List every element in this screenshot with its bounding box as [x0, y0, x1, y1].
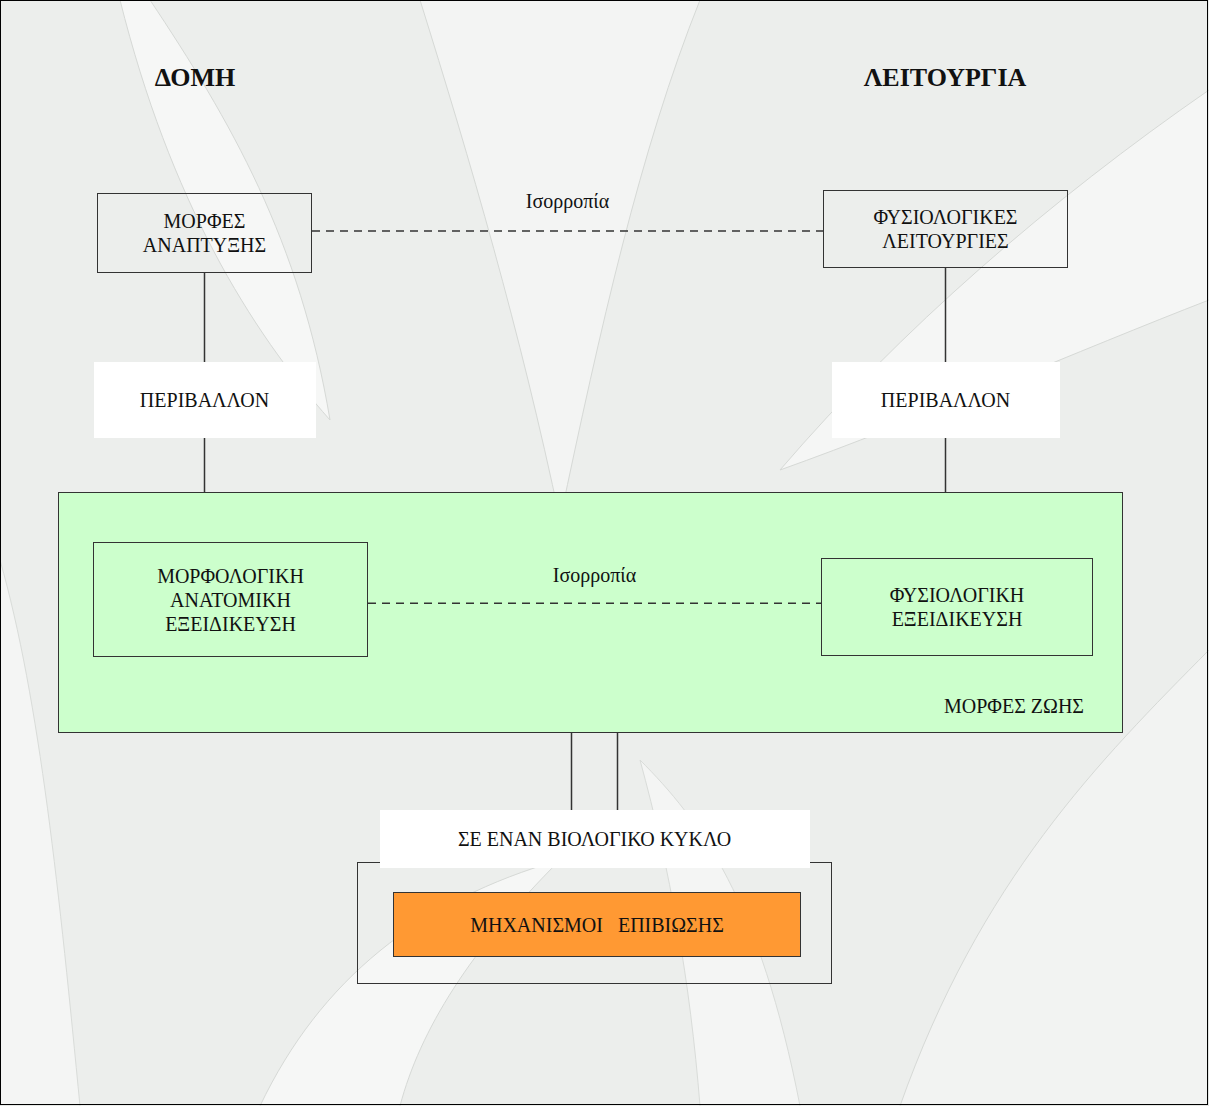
edge-label: Ισορροπία [553, 563, 636, 587]
environment-tag: ΠΕΡΙΒΑΛΛΟΝ [94, 362, 316, 438]
process-box: ΜΟΡΦΕΣ ΑΝΑΠΤΥΞΗΣ [97, 193, 312, 273]
group-title: ΜΟΡΦΕΣ ΖΩΗΣ [944, 694, 1084, 718]
node-text: ΦΥΣΙΟΛΟΓΙΚΗ ΕΞΕΙΔΙΚΕΥΣΗ [842, 583, 1072, 631]
node-text: ΜΟΡΦΟΛΟΓΙΚΗ ΑΝΑΤΟΜΙΚΗ ΕΞΕΙΔΙΚΕΥΣΗ [111, 564, 351, 636]
edge-label: Ισορροπία [526, 189, 609, 213]
node-text: ΜΟΡΦΕΣ ΑΝΑΠΤΥΞΗΣ [115, 209, 295, 257]
process-box: ΜΟΡΦΟΛΟΓΙΚΗ ΑΝΑΤΟΜΙΚΗ ΕΞΕΙΔΙΚΕΥΣΗ [93, 542, 368, 657]
balance-line [312, 231, 823, 232]
node-text: ΦΥΣΙΟΛΟΓΙΚΕΣ ΛΕΙΤΟΥΡΓΙΕΣ [838, 205, 1053, 253]
process-box: ΦΥΣΙΟΛΟΓΙΚΕΣ ΛΕΙΤΟΥΡΓΙΕΣ [823, 190, 1068, 268]
node-text: ΜΗΧΑΝΙΣΜΟΙ ΕΠΙΒΙΩΣΗΣ [470, 913, 724, 937]
process-box: ΦΥΣΙΟΛΟΓΙΚΗ ΕΞΕΙΔΙΚΕΥΣΗ [821, 558, 1093, 656]
connector-line [312, 230, 823, 232]
survival-box: ΜΗΧΑΝΙΣΜΟΙ ΕΠΙΒΙΩΣΗΣ [393, 892, 801, 957]
connector-line [368, 603, 821, 605]
group-band: ΜΟΡΦΕΣ ΖΩΗΣ ΜΟΡΦΟΛΟΓΙΚΗ ΑΝΑΤΟΜΙΚΗ ΕΞΕΙΔΙΚ… [58, 492, 1123, 733]
result-frame: ΜΗΧΑΝΙΣΜΟΙ ΕΠΙΒΙΩΣΗΣ [357, 862, 832, 984]
column-heading: ΛΕΙΤΟΥΡΓΙΑ [864, 63, 1027, 93]
balance-line [368, 603, 821, 604]
environment-tag: ΣΕ ΕΝΑΝ ΒΙΟΛΟΓΙΚΟ ΚΥΚΛΟ [380, 810, 810, 868]
column-heading: ΔΟΜΗ [155, 63, 236, 93]
environment-tag: ΠΕΡΙΒΑΛΛΟΝ [832, 362, 1060, 438]
